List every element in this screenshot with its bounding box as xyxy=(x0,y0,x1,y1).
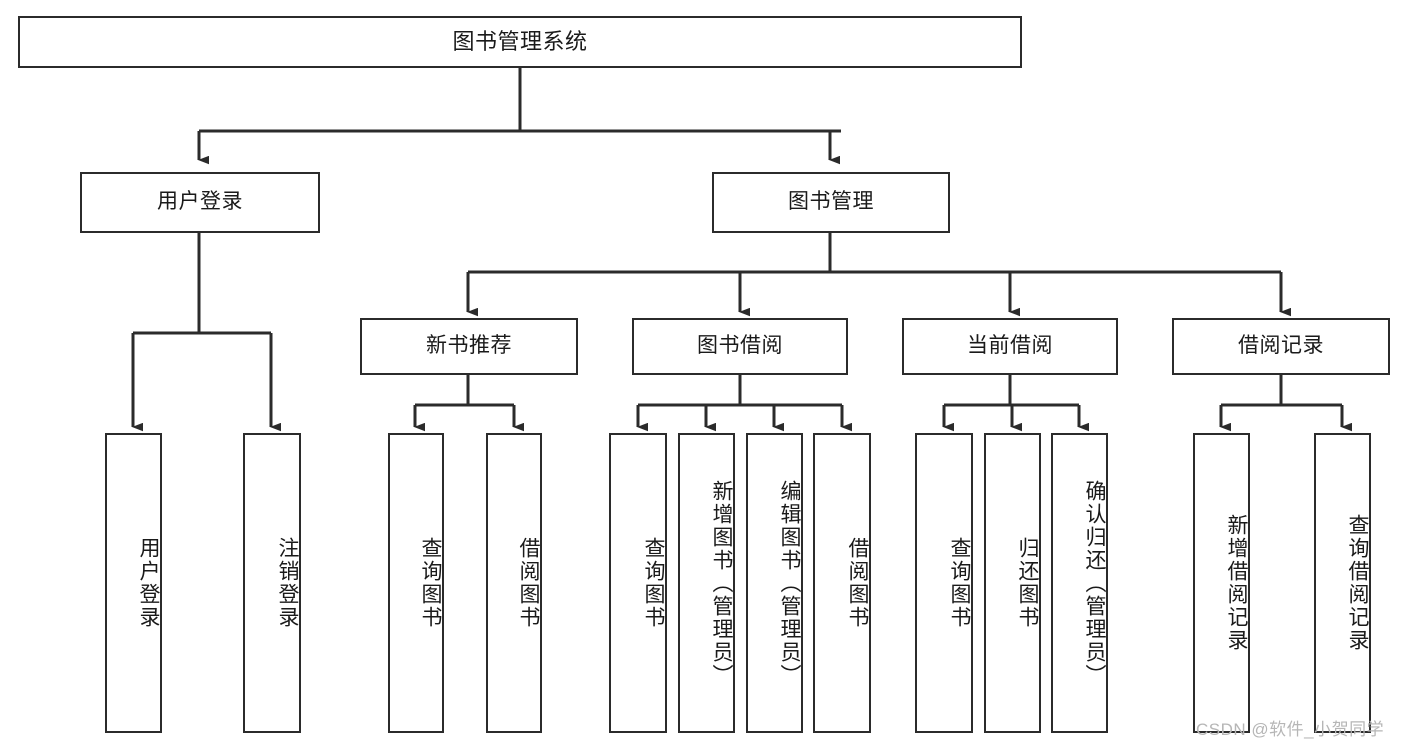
leaf-query-borrow-record[interactable]: 查询借阅记录 xyxy=(1314,433,1371,733)
node-label: 查询图书 xyxy=(642,537,665,629)
node-label: 编辑图书（管理员） xyxy=(778,479,801,687)
node-label: 查询图书 xyxy=(948,537,971,629)
leaf-add-borrow-record[interactable]: 新增借阅记录 xyxy=(1193,433,1250,733)
leaf-confirm-return-admin[interactable]: 确认归还（管理员） xyxy=(1051,433,1108,733)
node-book-management[interactable]: 图书管理 xyxy=(712,172,950,233)
node-current-borrow[interactable]: 当前借阅 xyxy=(902,318,1118,375)
node-label: 新增图书（管理员） xyxy=(710,479,733,687)
leaf-user-login[interactable]: 用户登录 xyxy=(105,433,162,733)
node-label: 用户登录 xyxy=(157,190,243,214)
csdn-watermark: CSDN @软件_小贺同学 xyxy=(1196,720,1385,739)
node-label: 借阅图书 xyxy=(517,537,540,629)
node-label: 新增借阅记录 xyxy=(1225,514,1248,652)
node-label: 归还图书 xyxy=(1016,537,1039,629)
leaf-query-book-borrow[interactable]: 查询图书 xyxy=(609,433,667,733)
leaf-return-book[interactable]: 归还图书 xyxy=(984,433,1041,733)
node-user-login[interactable]: 用户登录 xyxy=(80,172,320,233)
leaf-logout[interactable]: 注销登录 xyxy=(243,433,301,733)
leaf-borrow-book-recommend[interactable]: 借阅图书 xyxy=(486,433,542,733)
node-label: 图书管理系统 xyxy=(452,29,588,55)
node-label: 当前借阅 xyxy=(967,334,1053,358)
leaf-add-book-admin[interactable]: 新增图书（管理员） xyxy=(678,433,735,733)
node-label: 借阅图书 xyxy=(846,537,869,629)
node-label: 查询借阅记录 xyxy=(1346,514,1369,652)
leaf-query-book-current[interactable]: 查询图书 xyxy=(915,433,973,733)
node-new-book-recommend[interactable]: 新书推荐 xyxy=(360,318,578,375)
node-label: 查询图书 xyxy=(419,537,442,629)
node-book-borrow[interactable]: 图书借阅 xyxy=(632,318,848,375)
node-label: 注销登录 xyxy=(276,537,299,629)
node-label: 图书借阅 xyxy=(697,334,783,358)
node-label: 新书推荐 xyxy=(426,334,512,358)
node-label: 借阅记录 xyxy=(1238,334,1324,358)
leaf-edit-book-admin[interactable]: 编辑图书（管理员） xyxy=(746,433,803,733)
node-borrow-record[interactable]: 借阅记录 xyxy=(1172,318,1390,375)
node-label: 用户登录 xyxy=(137,537,160,629)
leaf-borrow-book[interactable]: 借阅图书 xyxy=(813,433,871,733)
node-label: 图书管理 xyxy=(788,190,874,214)
node-root-system[interactable]: 图书管理系统 xyxy=(18,16,1022,68)
leaf-query-book-recommend[interactable]: 查询图书 xyxy=(388,433,444,733)
node-label: 确认归还（管理员） xyxy=(1083,479,1106,687)
